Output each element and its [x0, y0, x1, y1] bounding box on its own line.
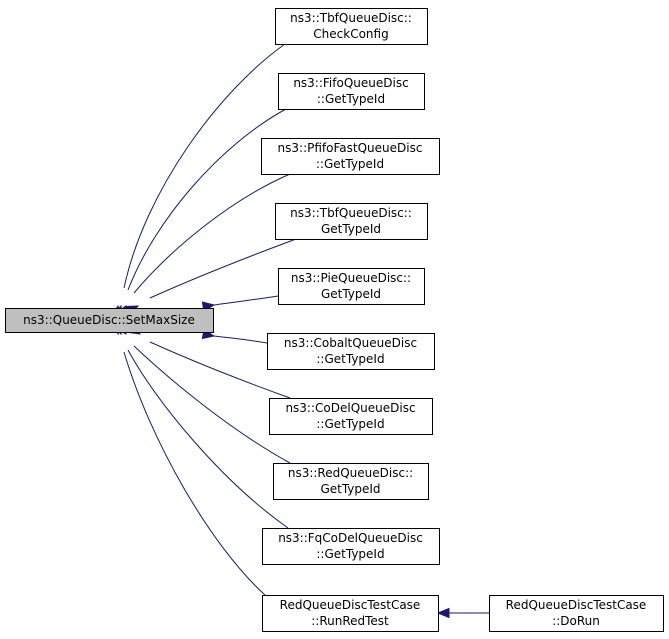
node-label-line: ns3::RedQueueDisc:: [288, 466, 413, 480]
node-fifo-gettypeid[interactable]: ns3::FifoQueueDisc::GetTypeId [278, 73, 425, 110]
node-box [489, 595, 664, 632]
node-redtest-dorun[interactable]: RedQueueDiscTestCase::DoRun [489, 595, 664, 632]
node-label-line: GetTypeId [321, 287, 381, 301]
node-pfifofast-gettypeid[interactable]: ns3::PfifoFastQueueDisc::GetTypeId [261, 138, 440, 175]
node-label-line: ns3::FifoQueueDisc [293, 76, 408, 90]
node-label-line: RedQueueDiscTestCase [506, 598, 647, 612]
node-cobalt-gettypeid[interactable]: ns3::CobaltQueueDisc::GetTypeId [267, 333, 435, 370]
edge-pie-gettypeid [213, 295, 279, 306]
node-label-line: ::DoRun [552, 614, 600, 628]
node-label-line: CheckConfig [313, 27, 388, 41]
edge-pfifofast-gettypeid [133, 173, 291, 294]
node-label-line: ::GetTypeId [316, 417, 384, 431]
node-box [275, 203, 428, 240]
graph-nodes: ns3::QueueDisc::SetMaxSize ns3::TbfQueueD… [5, 8, 664, 632]
node-codel-gettypeid[interactable]: ns3::CoDelQueueDisc::GetTypeId [269, 398, 433, 435]
node-label-line: ::GetTypeId [316, 352, 384, 366]
node-label-line: ns3::TbfQueueDisc:: [290, 206, 412, 220]
node-label-line: ::GetTypeId [316, 547, 384, 561]
node-label-line: ns3::CobaltQueueDisc [284, 336, 417, 350]
node-tbf-checkconfig[interactable]: ns3::TbfQueueDisc::CheckConfig [275, 8, 428, 45]
edge-redtest-runredtest [123, 351, 266, 596]
node-red-gettypeid[interactable]: ns3::RedQueueDisc::GetTypeId [273, 463, 429, 500]
edge-tbf-checkconfig [123, 43, 286, 289]
node-pie-gettypeid[interactable]: ns3::PieQueueDisc::GetTypeId [278, 268, 425, 305]
node-tbf-gettypeid[interactable]: ns3::TbfQueueDisc::GetTypeId [275, 203, 428, 240]
edge-fifo-gettypeid [127, 108, 287, 291]
node-box [267, 333, 435, 370]
node-box [5, 308, 214, 333]
edge-cobalt-gettypeid [213, 335, 268, 344]
node-redtest-runredtest[interactable]: RedQueueDiscTestCase::RunRedTest [262, 595, 439, 632]
node-label-line: ns3::PieQueueDisc:: [291, 271, 411, 285]
edge-fqcodel-gettypeid [127, 349, 289, 529]
node-label-line: ::RunRedTest [311, 614, 389, 628]
node-box [261, 138, 440, 175]
node-label-line: ::GetTypeId [316, 157, 384, 171]
node-label-line: GetTypeId [321, 222, 381, 236]
edge-codel-gettypeid [149, 341, 291, 399]
node-fqcodel-gettypeid[interactable]: ns3::FqCoDelQueueDisc::GetTypeId [262, 528, 440, 565]
node-box [262, 528, 440, 565]
arrowhead-redtest-dorun [436, 607, 450, 619]
node-box [278, 73, 425, 110]
node-label-line: ns3::TbfQueueDisc:: [290, 11, 412, 25]
node-label-line: ns3::PfifoFastQueueDisc [278, 141, 423, 155]
node-label-line: ::GetTypeId [317, 92, 385, 106]
edge-red-gettypeid [133, 345, 291, 464]
node-label-line: ns3::FqCoDelQueueDisc [278, 531, 423, 545]
node-label-line: ns3::CoDelQueueDisc [285, 401, 415, 415]
node-box [275, 8, 428, 45]
node-box [269, 398, 433, 435]
edge-tbf-gettypeid [149, 238, 297, 299]
node-setmaxsize[interactable]: ns3::QueueDisc::SetMaxSize [5, 308, 214, 333]
node-box [273, 463, 429, 500]
node-label-line: ns3::QueueDisc::SetMaxSize [23, 313, 195, 327]
node-box [262, 595, 439, 632]
node-label-line: RedQueueDiscTestCase [280, 598, 421, 612]
node-box [278, 268, 425, 305]
node-label-line: GetTypeId [320, 482, 380, 496]
